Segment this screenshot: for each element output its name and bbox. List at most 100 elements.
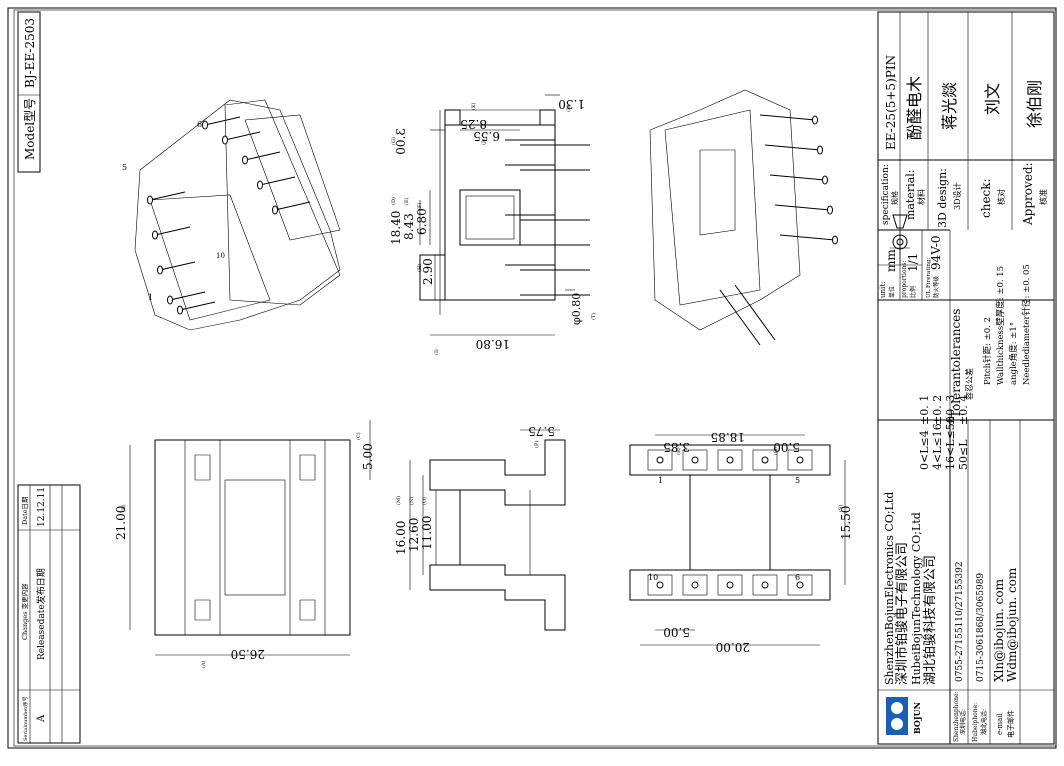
pin-pad <box>752 574 778 596</box>
design-label: 3D design: <box>936 168 949 228</box>
check-label: check: <box>979 178 993 218</box>
pin-hole <box>796 456 804 464</box>
tolerance-range: 0<L≤4 <box>918 430 931 470</box>
hubei-phone-label: Hubeiphone: <box>972 703 979 742</box>
pin-pad <box>752 449 778 471</box>
tolerance-value: ±0. 2 <box>931 395 944 425</box>
iso-pin-tip <box>157 265 163 275</box>
iso-pin <box>154 226 191 236</box>
model-label: Model型号 <box>23 98 37 160</box>
dim-1-30: 1.30 <box>558 97 585 111</box>
dimension-tag: (F) <box>416 203 423 210</box>
company-en-1: ShenzhenBojunElectronics CO;Ltd <box>883 492 896 685</box>
iso-pin <box>759 114 816 121</box>
iso-pin <box>769 174 826 181</box>
iso-pin-label-6: 6 <box>197 120 202 129</box>
pin-hole <box>656 581 664 589</box>
company-cn-1: 深圳市铂骏电子有限公司 <box>894 542 910 685</box>
tolerance-range: 50≤L <box>957 439 970 470</box>
email-label: e-mail <box>996 712 1004 735</box>
email-cn: 电子邮件 <box>1006 710 1015 738</box>
company-en-2: HubeiBojunTechnology CO;Ltd <box>910 512 923 685</box>
dimension-tag: (L) <box>565 105 572 112</box>
proportion-value: 1/1 <box>906 253 920 272</box>
bottom-view-mid: 16.00 12.60 11.00 5.75 (M)(N)(O)(P) <box>394 424 566 631</box>
iso-pin-tip <box>272 205 278 215</box>
iso-pin-tip <box>167 295 173 305</box>
dim-18-40: 18.40 <box>389 211 403 245</box>
dim-3-85: 3.85 <box>663 440 690 454</box>
pin-pad <box>682 574 708 596</box>
iso-pin-tip <box>222 135 228 145</box>
tolerance-rows: 0<L≤4 ±0. 14<L≤16±0. 216<L≤50±0. 3 50≤L ±0.… <box>918 395 970 470</box>
dimension-tag: (D) <box>390 197 397 205</box>
pin-hole <box>691 581 699 589</box>
tolerance-range: 4<L≤16 <box>931 423 944 470</box>
pin-hole <box>761 581 769 589</box>
dimension-tag: (B) <box>120 504 127 512</box>
material-cn: 材料 <box>916 189 926 205</box>
tolerances-title: Tolerantolerances <box>949 309 963 418</box>
iso-pin <box>179 301 216 311</box>
dim-6-55: 6.55 <box>473 129 500 143</box>
pin-pad <box>787 449 813 471</box>
dim-20-00: 20.00 <box>716 640 750 654</box>
iso-pin <box>204 116 241 126</box>
tolerance-value: ±0. 1 <box>918 395 931 425</box>
proportion-label: proportions: <box>901 260 908 298</box>
email-1: Xln@ibojun. com <box>992 578 1006 682</box>
iso-pin-tip <box>822 175 828 185</box>
dimension-tag: (C) <box>355 432 362 440</box>
bottom-view-left: 21.00 26.50 5.00 (B)(A)(C) <box>114 420 375 668</box>
material-label: material: <box>904 170 917 220</box>
needle-tolerance: Needlediameter针径: ±0. 05 <box>1021 264 1032 385</box>
pin-hole <box>656 456 664 464</box>
tolerance-value: ±0. 3 <box>944 395 957 425</box>
dim-8-25: 8.25 <box>460 117 487 131</box>
iso-pin-tip <box>812 115 818 125</box>
angle-tolerance: angle角度: ±1° <box>1008 322 1019 385</box>
iso-pin-tip <box>202 120 208 130</box>
iso-pin <box>734 284 776 341</box>
projection-symbol <box>890 214 910 265</box>
dimension-tag: (A) <box>200 660 207 668</box>
dim-5-75: 5.75 <box>528 424 555 438</box>
approver: 徐伯刚 <box>1025 80 1044 128</box>
tolerance-range: 16<L≤50 <box>944 416 957 470</box>
iso-pin-label-10: 10 <box>216 252 225 260</box>
dimension-tag: (E) <box>403 197 410 205</box>
tolerance-value: ±0. 4 <box>957 395 970 425</box>
inner-frame <box>13 9 1057 747</box>
row-changes: Releasedate发布日期 <box>35 568 47 660</box>
iso-view-left: 5 6 1 10 <box>122 99 341 331</box>
unit-value: mm <box>884 249 898 272</box>
iso-pin <box>779 234 836 241</box>
hubei-phone-cn: 湖北电话: <box>980 709 988 735</box>
pin-label-5: 5 <box>795 476 800 485</box>
dim-6-80: 6.80 <box>415 208 429 235</box>
pitch-tolerance: Pitch针距: ±0. 2 <box>982 317 993 385</box>
dim-8-43: 8.43 <box>402 213 416 240</box>
spec-label: specification: <box>881 164 891 225</box>
row-date: 12.12.11 <box>37 487 47 527</box>
unit-cn: 单位 <box>888 286 896 298</box>
dimension-tag: (K) <box>470 102 477 110</box>
iso-pin-label-5: 5 <box>122 163 127 172</box>
shenzhen-phone-label: Shenzhenphone: <box>953 691 960 742</box>
iso-pin <box>224 131 261 141</box>
section-view: 18.40 8.43 6.80 2.90 3.00 8.25 6.55 1.30… <box>389 94 597 355</box>
dim-5-00-top: 5.00 <box>773 440 800 454</box>
iso-pin <box>159 261 196 271</box>
pin-label-10: 10 <box>648 573 658 582</box>
dim-11-00: 11.00 <box>420 516 434 550</box>
pin-pad <box>717 449 743 471</box>
checker: 刘文 <box>983 83 1002 115</box>
model-box: Model型号 BJ-EE-2503 <box>17 11 41 173</box>
col-date: Date日期 <box>21 496 29 525</box>
col-serial: Serialnumber序号 <box>22 696 29 741</box>
pin-pad <box>647 574 673 596</box>
dim-3-00: 3.00 <box>394 128 408 155</box>
dim-26-50: 26.50 <box>231 647 265 661</box>
pin-hole <box>796 581 804 589</box>
iso-view-right <box>649 89 838 346</box>
